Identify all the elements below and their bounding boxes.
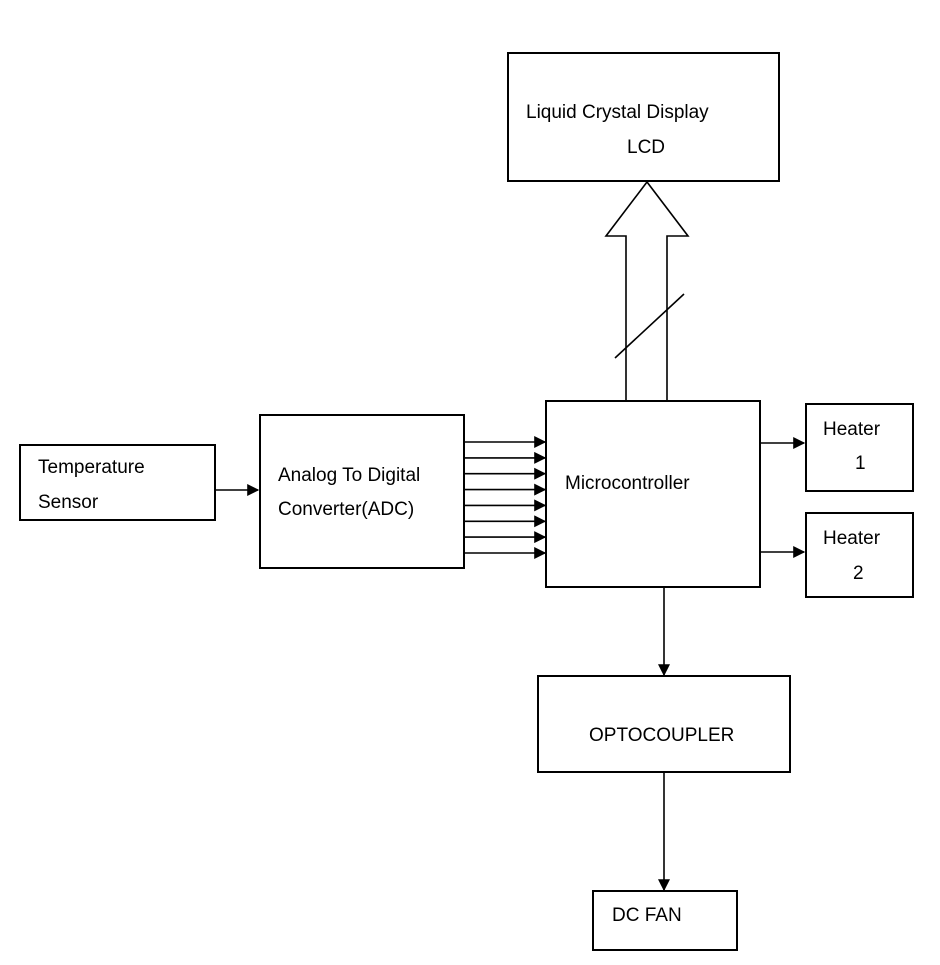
heater1-block: Heater 1 bbox=[805, 403, 914, 492]
heater1-label-line1: Heater bbox=[823, 419, 881, 440]
microcontroller-block: Microcontroller bbox=[545, 400, 761, 588]
adc-data-bus-arrows bbox=[465, 436, 547, 559]
optocoupler-block: OPTOCOUPLER bbox=[537, 675, 791, 773]
heater2-label-line2: 2 bbox=[853, 563, 864, 584]
heater1-label-line2: 1 bbox=[855, 453, 866, 474]
lcd-label-line2: LCD bbox=[627, 137, 666, 158]
heater2-block: Heater 2 bbox=[805, 512, 914, 598]
adc-block: Analog To Digital Converter(ADC) bbox=[259, 414, 465, 569]
adc-label-line1: Analog To Digital bbox=[278, 465, 421, 486]
mcu-to-lcd-bus-arrow bbox=[604, 180, 690, 401]
dc-fan-label: DC FAN bbox=[612, 905, 682, 926]
lcd-block: Liquid Crystal Display LCD bbox=[507, 52, 780, 182]
temperature-sensor-label-line2: Sensor bbox=[38, 492, 99, 513]
lcd-label-line1: Liquid Crystal Display bbox=[526, 102, 709, 123]
bus-slash bbox=[614, 293, 685, 359]
microcontroller-label: Microcontroller bbox=[565, 473, 690, 494]
adc-label-line2: Converter(ADC) bbox=[278, 499, 415, 520]
optocoupler-label: OPTOCOUPLER bbox=[589, 725, 735, 746]
dc-fan-block: DC FAN bbox=[592, 890, 738, 951]
temperature-sensor-label-line1: Temperature bbox=[38, 457, 145, 478]
temperature-sensor-block: Temperature Sensor bbox=[19, 444, 216, 521]
heater2-label-line1: Heater bbox=[823, 528, 881, 549]
